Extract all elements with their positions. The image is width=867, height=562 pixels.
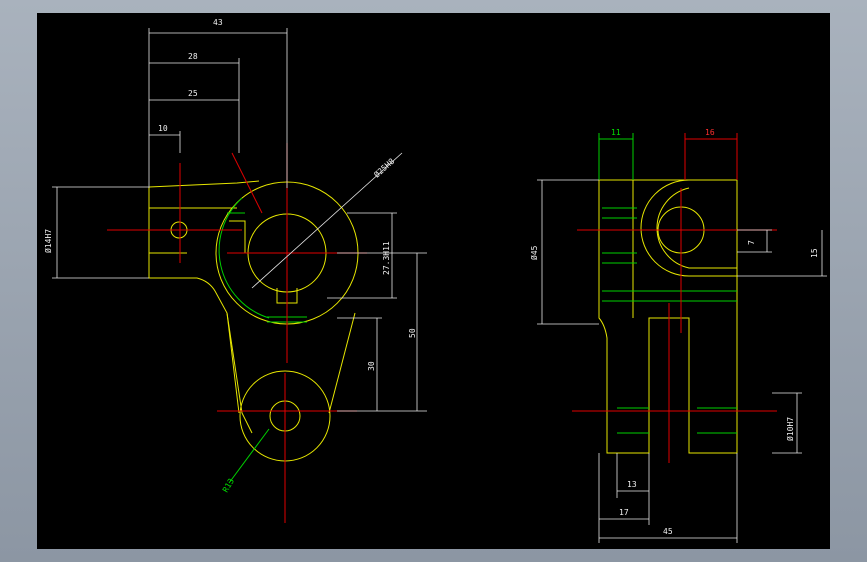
dim-17-label: 17 xyxy=(619,508,629,517)
dim-d25h8-label: Ø25H8 xyxy=(372,156,397,180)
dim-45-label: 45 xyxy=(663,527,673,536)
dim-43-label: 43 xyxy=(213,18,223,27)
dim-27-label: 27.3H11 xyxy=(382,241,391,275)
dim-11-label: 11 xyxy=(611,128,621,137)
dim-30-label: 30 xyxy=(367,361,376,371)
dim-d14h7-label: Ø14H7 xyxy=(43,229,53,253)
side-view-centerlines xyxy=(572,188,777,463)
dim-7-label: 7 xyxy=(747,240,756,245)
dim-d45-label: Ø45 xyxy=(529,245,539,260)
front-view-centerlines xyxy=(107,143,367,523)
dim-d10h7-label: Ø10H7 xyxy=(785,417,795,441)
side-view-outline xyxy=(598,179,738,454)
front-view-dimensions xyxy=(52,28,427,484)
dim-25-label: 25 xyxy=(188,89,198,98)
side-view-dimensions xyxy=(537,133,827,543)
dim-10-label: 10 xyxy=(158,124,168,133)
side-view-hidden-lines xyxy=(602,207,737,434)
dim-16-label: 16 xyxy=(705,128,715,137)
dim-50-label: 50 xyxy=(408,328,417,338)
dim-13-label: 13 xyxy=(627,480,637,489)
dim-r13-label: R13 xyxy=(221,477,236,494)
side-view: 11 16 Ø45 7 15 Ø10H7 13 17 45 xyxy=(529,128,827,543)
dim-15-label: 15 xyxy=(810,248,819,258)
dim-28-label: 28 xyxy=(188,52,198,61)
cad-drawing-canvas[interactable]: 43 28 25 10 Ø14H7 Ø25H8 27.3H11 30 50 R1… xyxy=(37,13,830,549)
front-view: 43 28 25 10 Ø14H7 Ø25H8 27.3H11 30 50 R1… xyxy=(43,18,427,523)
